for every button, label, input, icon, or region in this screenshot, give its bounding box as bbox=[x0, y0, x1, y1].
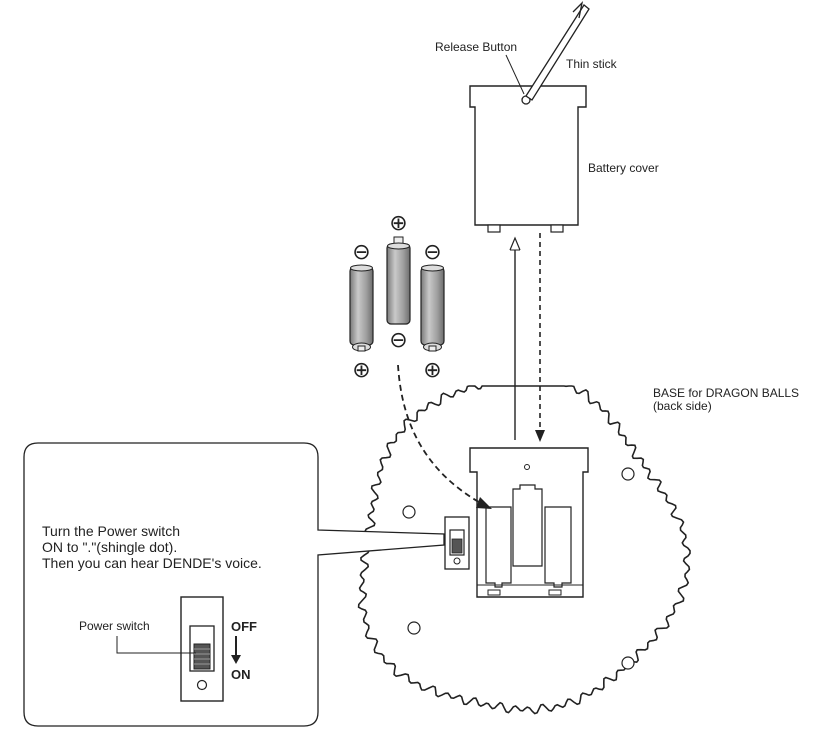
instruction-line-3: Then you can hear DENDE's voice. bbox=[42, 555, 262, 571]
battery-cover-label: Battery cover bbox=[588, 161, 659, 175]
thin-stick-label: Thin stick bbox=[566, 57, 618, 71]
battery-insert-arrow bbox=[397, 364, 492, 509]
off-label: OFF bbox=[231, 619, 257, 634]
minus-symbol: ⊖ bbox=[423, 239, 441, 264]
plus-symbol: ⊕ bbox=[389, 210, 407, 235]
battery-cover bbox=[469, 85, 587, 233]
plus-symbol: ⊕ bbox=[423, 357, 441, 382]
minus-symbol: ⊖ bbox=[389, 327, 407, 352]
cover-replace-arrow bbox=[535, 233, 545, 442]
power-switch-callout bbox=[23, 442, 445, 727]
screw-hole bbox=[621, 656, 635, 670]
battery-right bbox=[420, 264, 445, 352]
battery-compartment bbox=[469, 447, 589, 598]
base-sublabel: (back side) bbox=[653, 399, 712, 413]
battery-middle bbox=[386, 236, 411, 325]
power-switch-label: Power switch bbox=[79, 619, 150, 633]
minus-symbol: ⊖ bbox=[352, 239, 370, 264]
release-button-label: Release Button bbox=[435, 40, 517, 54]
thin-stick bbox=[525, 1, 590, 101]
base-label: BASE for DRAGON BALLS bbox=[653, 386, 799, 400]
instruction-line-1: Turn the Power switch bbox=[42, 523, 180, 539]
screw-hole bbox=[402, 505, 416, 519]
cover-remove-arrow bbox=[509, 236, 521, 440]
battery-left bbox=[349, 264, 374, 352]
screw-hole bbox=[407, 621, 421, 635]
off-to-on-arrow bbox=[231, 636, 241, 664]
screw-hole bbox=[621, 467, 635, 481]
instruction-line-2: ON to "."(shingle dot). bbox=[42, 539, 177, 555]
base-power-switch[interactable] bbox=[444, 516, 470, 570]
plus-symbol: ⊕ bbox=[352, 357, 370, 382]
on-label: ON bbox=[231, 667, 251, 682]
power-switch-enlarged[interactable] bbox=[180, 596, 224, 702]
